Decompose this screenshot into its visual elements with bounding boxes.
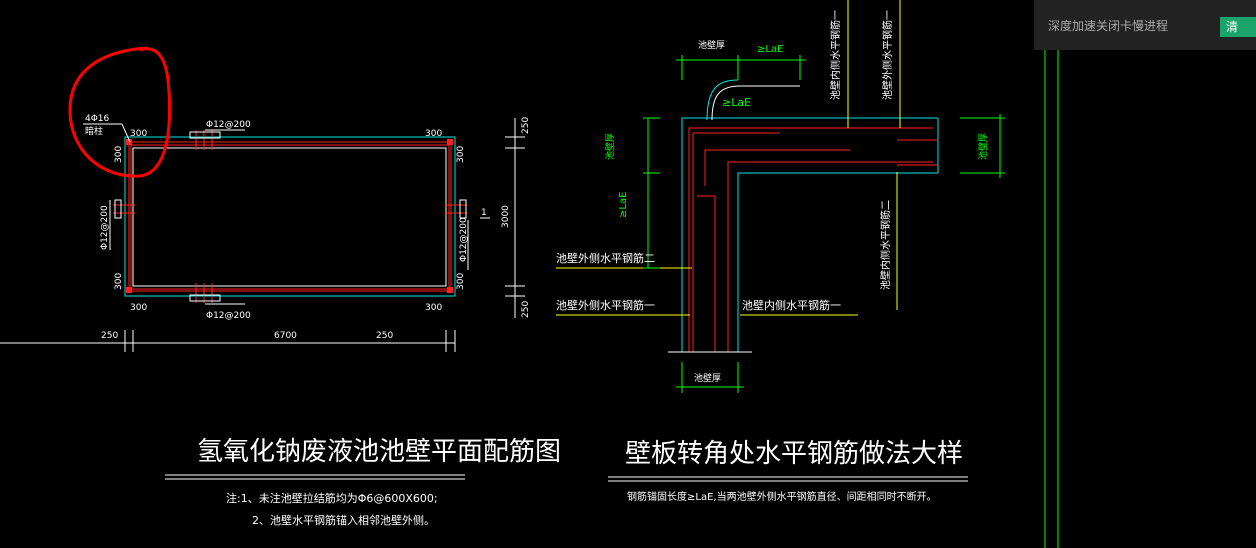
wall-inner-outline <box>132 147 447 287</box>
bottom-wall-label: 池壁厚 <box>694 372 721 384</box>
corner-dim-tl-h: 300 <box>130 129 147 139</box>
corner-dim-tr-v: 300 <box>456 146 466 163</box>
right-note: 钢筋锚固长度≥LaE,当两池壁外侧水平钢筋直径、间距相同时不断开。 <box>627 490 937 503</box>
yellow-leaders <box>556 0 901 316</box>
leaders <box>83 123 490 305</box>
rebar-callout-bottom: 暗柱 <box>85 125 103 137</box>
dim-top: 250 <box>521 117 531 134</box>
corner-dim-bl-v: 300 <box>114 273 124 290</box>
bottom-dim-right: 250 <box>376 331 393 341</box>
vert-outer-bar-one-label: 池壁外侧水平钢筋一 <box>881 10 894 100</box>
dim-bottom: 250 <box>521 301 531 318</box>
curve-lae-label: ≥LaE <box>722 96 751 109</box>
right-detail: 池壁厚 ≥LaE ≥LaE 池壁厚 ≥LaE 池壁厚 池壁厚 池壁外侧水平钢筋二… <box>556 0 1059 548</box>
right-section-marker: 1 <box>481 208 487 218</box>
right-wall-label: 池壁厚 <box>977 133 989 160</box>
mid-rebar-ticks <box>113 130 467 303</box>
left-plan: 4Φ16 暗柱 Φ12@200 Φ12@200 Φ12@200 Φ12@200 … <box>0 46 561 527</box>
bottom-rebar-label: Φ12@200 <box>206 311 251 321</box>
outer-bar-one-label: 池壁外侧水平钢筋一 <box>556 298 655 312</box>
corner-dim-tl-v: 300 <box>114 146 124 163</box>
dim-mid: 3000 <box>501 205 511 228</box>
corner-dim-bl-h: 300 <box>130 303 147 313</box>
rebar-callout-top: 4Φ16 <box>85 114 110 124</box>
bottom-dimension <box>0 330 456 352</box>
corner-dim-br-h: 300 <box>425 303 442 313</box>
vert-inner-bar-two-label: 池壁内侧水平钢筋二 <box>879 200 892 290</box>
toast-message: 深度加速关闭卡慢进程 <box>1048 18 1169 33</box>
vert-inner-bar-one-label: 池壁内侧水平钢筋一 <box>829 10 842 100</box>
left-lae-label: ≥LaE <box>618 192 629 218</box>
bottom-dim-mid: 6700 <box>274 331 297 341</box>
green-dimensions <box>643 0 1059 548</box>
curved-anchor-bar <box>711 85 800 121</box>
mid-rebar-markers <box>114 131 467 302</box>
corner-wall-outline <box>681 117 939 352</box>
left-note-line1: 注:1、未注池壁拉结筋均为Φ6@600X600; <box>226 491 438 505</box>
top-lae-label: ≥LaE <box>757 44 783 55</box>
top-wall-label: 池壁厚 <box>698 39 725 51</box>
outer-rebar <box>128 141 452 292</box>
corner-dim-tr-h: 300 <box>425 129 442 139</box>
left-note-line2: 2、池壁水平钢筋锚入相邻池壁外侧。 <box>252 513 435 527</box>
outer-bar-two-label: 池壁外侧水平钢筋二 <box>556 251 655 265</box>
right-dimension <box>505 118 525 318</box>
left-wall-label: 池壁厚 <box>604 133 616 160</box>
annotation-circle <box>68 46 172 178</box>
corner-rebars <box>688 127 938 352</box>
left-drawing-title: 氢氧化钠废液池池壁平面配筋图 <box>197 437 561 467</box>
top-rebar-label: Φ12@200 <box>206 120 251 130</box>
left-rebar-label: Φ12@200 <box>100 205 110 250</box>
corner-columns <box>126 139 453 293</box>
corner-dim-br-v: 300 <box>456 273 466 290</box>
bottom-dim-left: 250 <box>101 331 118 341</box>
inner-rebar <box>130 144 450 290</box>
curved-anchor-outline <box>706 79 739 121</box>
right-drawing-title: 壁板转角处水平钢筋做法大样 <box>625 439 963 469</box>
inner-bar-one-label: 池壁内侧水平钢筋一 <box>742 298 841 312</box>
wall-outer-outline <box>124 136 456 297</box>
toast-action-button[interactable]: 清 <box>1220 17 1256 37</box>
right-rebar-label: Φ12@200 <box>459 217 469 262</box>
notification-toast: 深度加速关闭卡慢进程 清 <box>1034 0 1256 50</box>
